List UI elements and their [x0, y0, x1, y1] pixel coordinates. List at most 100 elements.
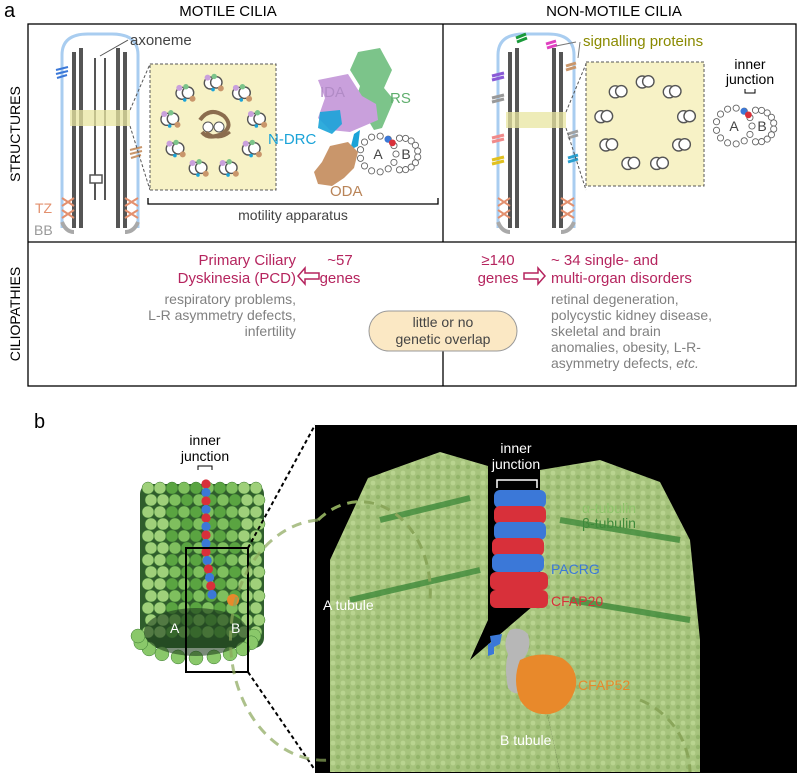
tubulin-bead [156, 589, 170, 603]
tubulin-bead [228, 565, 242, 579]
tubulin-bead [751, 138, 760, 146]
tubulin-bead [141, 529, 155, 543]
tubulin-bead [240, 517, 254, 531]
tubulin-bead [732, 140, 740, 148]
zoom-line-bottom [247, 671, 316, 771]
tubulin-bead [192, 589, 206, 603]
surface-render [228, 425, 797, 773]
motile-cilium-drawing [55, 32, 143, 234]
tubulin-bead [724, 105, 732, 113]
tubulin-bead [376, 168, 384, 176]
tubulin-bead [141, 481, 155, 495]
tubulin-bead [156, 493, 170, 507]
tubulin-bead [168, 565, 182, 579]
doublet-label-a: A [373, 146, 383, 162]
tubulin-bead [165, 529, 179, 543]
tubulin-bead [180, 517, 194, 531]
tubulin-bead [130, 628, 146, 644]
motile-cilia-header: MOTILE CILIA [179, 3, 277, 20]
tubulin-bead [240, 493, 254, 507]
b-tubule-label: B tubule [500, 732, 552, 748]
microtubule-doublet [599, 137, 619, 152]
tubulin-bead [144, 565, 158, 579]
rs-label: RS [390, 90, 411, 107]
pacrg-block [492, 554, 544, 572]
cfap20-bead [201, 479, 211, 489]
tubulin-bead [177, 577, 191, 591]
cfap20-bead [206, 581, 216, 591]
cfap20-bead [201, 496, 211, 506]
tubulin-bead [751, 106, 760, 114]
pcd-title-line2: Dyskinesia (PCD) [178, 270, 296, 287]
ciliopathies-row-label: CILIOPATHIES [7, 267, 23, 361]
tubulin-bead [356, 154, 365, 162]
zoom-line [129, 63, 151, 111]
surface-inner-junction-line1: inner [500, 440, 531, 456]
pacrg-bead [207, 589, 217, 600]
tubulin-bead [213, 529, 227, 543]
pacrg-bead [201, 521, 211, 532]
panel-a-letter: a [4, 0, 16, 22]
alpha-tubulin-label: α-tubulin [582, 500, 636, 516]
tubulin-bead [144, 517, 158, 531]
oda-label: ODA [330, 183, 363, 200]
microtubule-doublet [165, 139, 186, 158]
tubulin-bead [724, 139, 732, 147]
signalling-protein-icon [565, 61, 577, 72]
tubulin-bead [180, 493, 194, 507]
tubulin-bead [252, 613, 266, 627]
tz-label: TZ [35, 200, 53, 216]
nonmotile-title-line1: ~ 34 single- and [551, 252, 658, 269]
tubulin-bead [392, 150, 400, 158]
microtubule-doublet [188, 159, 209, 177]
doublet-label-b: B [757, 118, 766, 134]
tubulin-bead [165, 577, 179, 591]
tubulin-bead [213, 481, 227, 495]
tubulin-bead [368, 133, 376, 141]
microtubule-doublet [621, 156, 641, 171]
panel-b-letter: b [34, 411, 45, 433]
tubulin-bead [225, 505, 239, 519]
tubulin-bead [216, 517, 230, 531]
inner-junction-label-line1: inner [734, 56, 765, 72]
microtubule-doublet [241, 139, 262, 158]
tubulin-bead [168, 589, 182, 603]
genetic-overlap-box [368, 310, 518, 352]
tubulin-bead [748, 122, 756, 130]
tubulin-bead [177, 505, 191, 519]
ift-particle-icon [129, 146, 143, 159]
beta-tubulin-label: β-tubulin [582, 515, 636, 531]
tubulin-bead [168, 541, 182, 555]
b-label-b: B [231, 620, 240, 636]
pacrg-block [494, 490, 546, 508]
right-arrow-icon [523, 266, 546, 286]
nonmotile-symptom-line5: asymmetry defects, etc. [551, 355, 699, 371]
cfap52-label: CFAP52 [578, 677, 630, 693]
signalling-protein-icon [567, 153, 579, 164]
tz-links-icon [61, 197, 139, 219]
tubulin-bead [356, 146, 365, 154]
tubulin-bead [237, 481, 251, 495]
tubulin-bead [368, 167, 376, 175]
a-tubule-label: A tubule [323, 597, 374, 613]
cfap20-block [492, 538, 544, 556]
tubulin-bead [165, 505, 179, 519]
microtubule-doublet [608, 84, 628, 99]
nonmotile-symptom-line1: retinal degeneration, [551, 291, 679, 307]
tubulin-bead [213, 505, 227, 519]
signalling-pointer [555, 41, 581, 59]
tubulin-bead [216, 493, 230, 507]
tubulin-bead [390, 158, 398, 166]
tubulin-bead [189, 577, 203, 591]
central-pair [213, 121, 225, 133]
tubulin-bead [165, 481, 179, 495]
surface-inner-junction-line2: junction [491, 456, 540, 472]
tubulin-bead [249, 601, 263, 615]
tubulin-bead [141, 553, 155, 567]
tubulin-bead [192, 565, 206, 579]
tubulin-bead [225, 481, 239, 495]
pacrg-bead [202, 555, 212, 566]
tubulin-bead [770, 119, 778, 127]
